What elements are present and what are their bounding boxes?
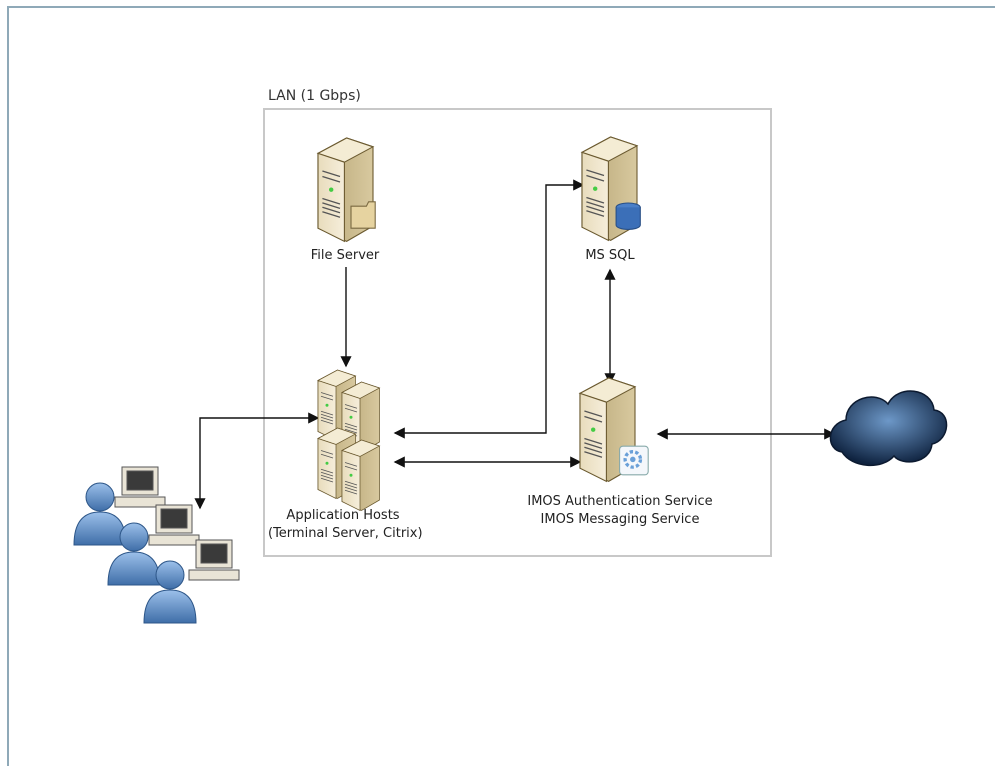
- file-server-icon: [317, 137, 376, 243]
- connections: [194, 179, 836, 510]
- imos-auth-label: IMOS Authentication Service: [527, 494, 713, 509]
- users-workstations-icon: [73, 466, 240, 624]
- page-frame: [7, 6, 995, 766]
- database-server-icon: [581, 136, 641, 242]
- server-cluster-icon: [317, 369, 380, 511]
- link-apphosts-mssql: [393, 179, 585, 439]
- file-server-label: File Server: [310, 248, 380, 263]
- lan-boundary: [263, 108, 772, 557]
- service-server-icon: [579, 377, 649, 483]
- user-figure: [73, 482, 197, 624]
- cloud-icon: [829, 390, 948, 467]
- lan-title: LAN (1 Gbps): [268, 88, 361, 104]
- imos-messaging-label: IMOS Messaging Service: [540, 512, 700, 527]
- workstation: [114, 466, 240, 581]
- link-users-apphosts: [194, 412, 320, 510]
- app-hosts-sublabel: (Terminal Server, Citrix): [268, 526, 423, 541]
- app-hosts-label: Application Hosts: [286, 508, 400, 523]
- ms-sql-label: MS SQL: [585, 248, 635, 263]
